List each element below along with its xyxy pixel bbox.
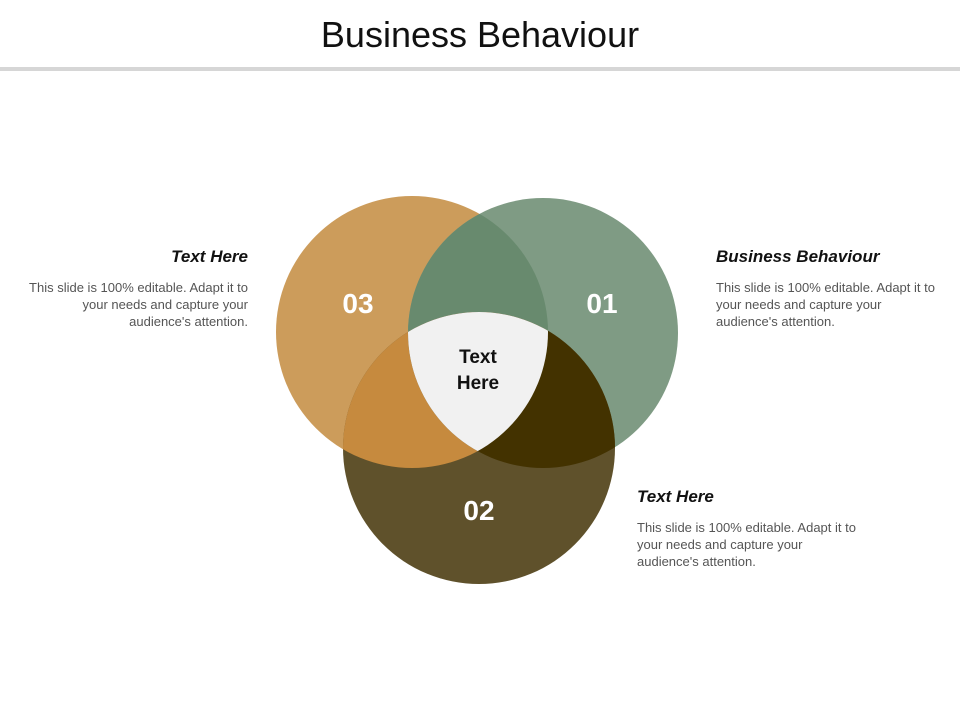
text-block-right-bottom-body: This slide is 100% editable. Adapt it to…: [637, 520, 856, 569]
text-block-right-bottom-heading: Text Here: [637, 487, 714, 506]
text-block-left-body: This slide is 100% editable. Adapt it to…: [29, 280, 248, 329]
text-block-right-top-heading: Business Behaviour: [716, 247, 880, 266]
slide-title: Business Behaviour: [320, 14, 640, 55]
text-block-left-heading: Text Here: [171, 247, 248, 266]
venn-label-03: 03: [342, 288, 373, 319]
text-block-right-bottom: Text Here This slide is 100% editable. A…: [637, 487, 859, 570]
venn-label-02: 02: [463, 495, 494, 526]
venn-center-text-line2: Here: [457, 373, 499, 394]
text-block-right-top: Business Behaviour This slide is 100% ed…: [716, 247, 938, 330]
venn-label-01: 01: [586, 288, 617, 319]
title-divider: [0, 67, 960, 71]
text-block-right-top-body: This slide is 100% editable. Adapt it to…: [716, 280, 935, 329]
text-block-left: Text Here This slide is 100% editable. A…: [26, 247, 248, 330]
venn-center-text-line1: Text: [459, 347, 497, 368]
